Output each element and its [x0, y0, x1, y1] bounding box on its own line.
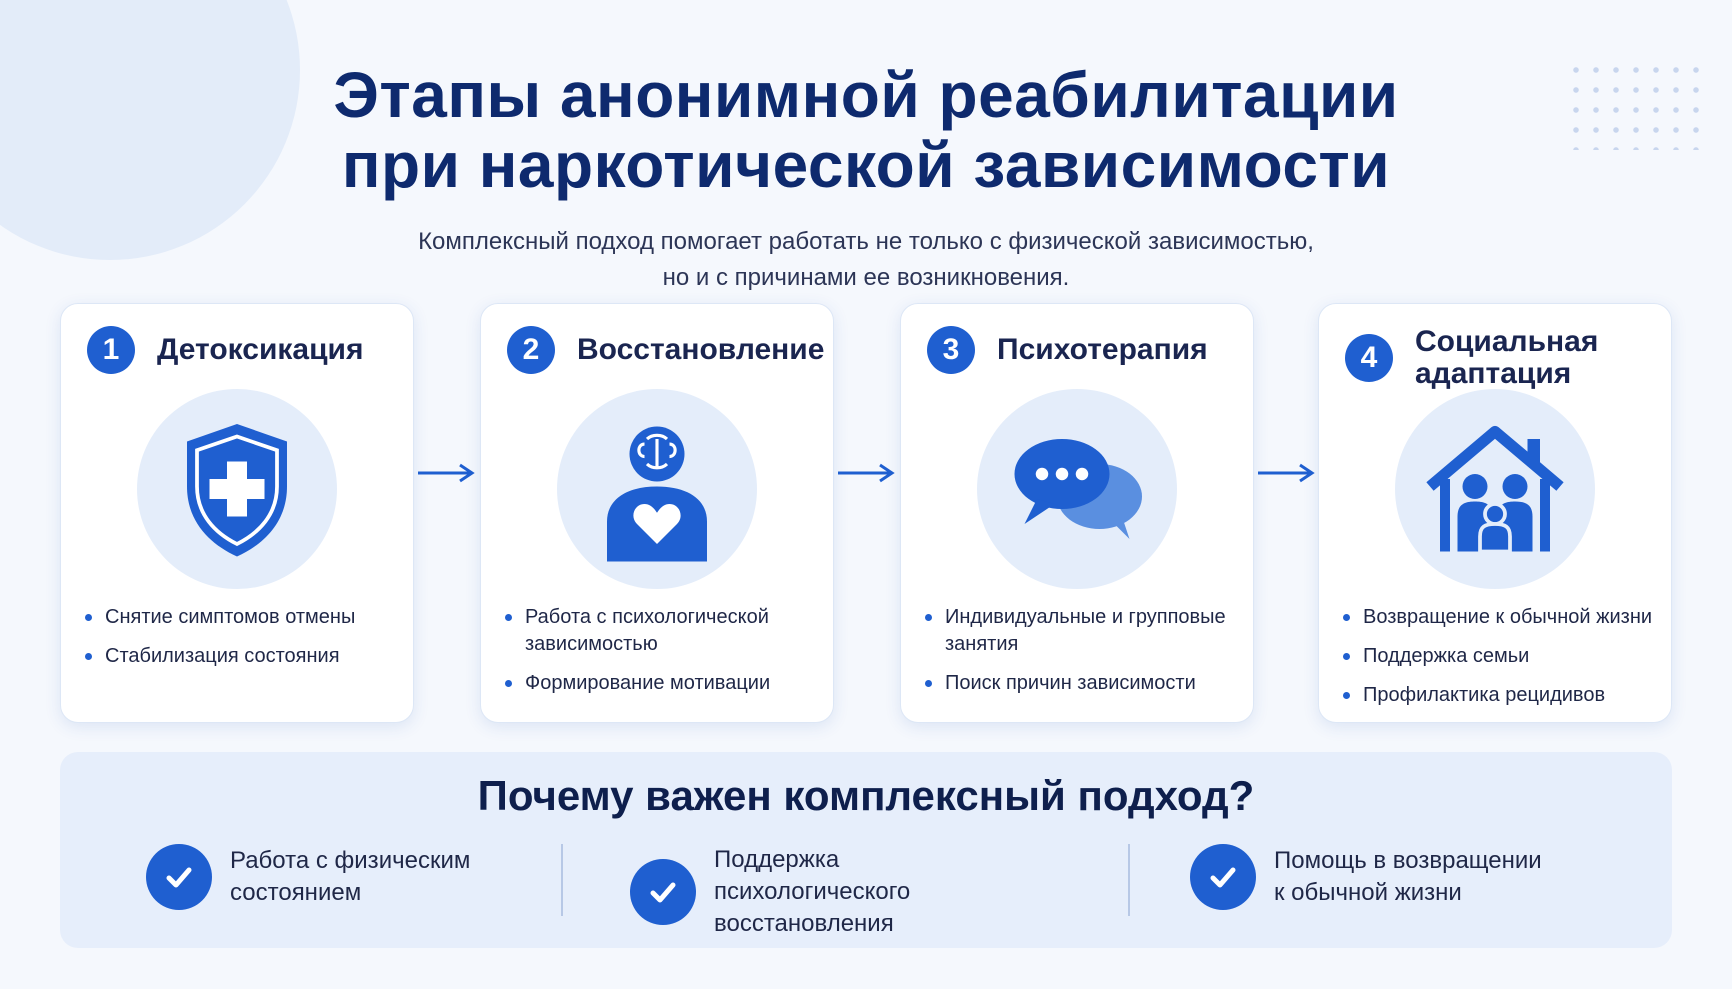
benefit-text: Работа с физическим состоянием — [230, 845, 530, 909]
stage-header: 4 Социальная адаптация — [1345, 326, 1665, 390]
chat-bubbles-icon — [977, 389, 1177, 589]
benefit-line-2: состоянием — [230, 879, 362, 906]
benefit-line-2: восстановления — [714, 910, 894, 937]
list-item: Снятие симптомов отмены — [83, 604, 403, 631]
list-item: Формирование мотивации — [503, 670, 823, 697]
page-title: Этапы анонимной реабилитации при наркоти… — [0, 60, 1732, 200]
why-title: Почему важен комплексный подход? — [477, 772, 1255, 819]
title-line-2: при наркотической зависимости — [341, 129, 1391, 201]
list-item: Поддержка семьи — [1341, 643, 1661, 670]
stage-header: 1 Детоксикация — [87, 326, 407, 374]
stage-title: Восстановление — [577, 333, 825, 366]
arrow-right-icon — [1258, 463, 1315, 483]
stage-card-detox: 1 Детоксикация Снятие симптомов отмены С… — [60, 303, 414, 723]
stage-title: Социальная адаптация — [1415, 325, 1599, 390]
stage-title: Детоксикация — [157, 333, 364, 366]
benefit-line-1: Работа с физическим — [230, 847, 471, 874]
subtitle-line-1: Комплексный подход помогает работать не … — [418, 228, 1314, 255]
stages-row: 1 Детоксикация Снятие симптомов отмены С… — [60, 303, 1672, 723]
subtitle: Комплексный подход помогает работать не … — [0, 224, 1732, 296]
benefit-line-2: к обычной жизни — [1274, 879, 1462, 906]
check-icon — [146, 844, 212, 910]
check-icon — [630, 859, 696, 925]
stage-card-social-adaptation: 4 Социальная адаптация Возвращение к обы… — [1318, 303, 1672, 723]
benefit-item: Работа с физическим состоянием — [146, 844, 530, 910]
shield-cross-icon — [137, 389, 337, 589]
stage-header: 2 Восстановление — [507, 326, 827, 374]
benefit-item: Поддержка психологического восстановлени… — [630, 844, 1014, 940]
stage-header: 3 Психотерапия — [927, 326, 1247, 374]
benefit-item: Помощь в возвращении к обычной жизни — [1190, 844, 1574, 910]
step-number-badge: 3 — [927, 326, 975, 374]
list-item: Профилактика рецидивов — [1341, 682, 1661, 709]
stage-card-recovery: 2 Восстановление Работа с психологическо… — [480, 303, 834, 723]
list-item: Работа с психологической зависимостью — [503, 604, 823, 658]
benefit-text: Поддержка психологического восстановлени… — [714, 844, 1014, 940]
stage-points: Снятие симптомов отмены Стабилизация сос… — [83, 604, 403, 682]
why-panel: Почему важен комплексный подход? Работа … — [60, 752, 1672, 948]
list-item: Стабилизация состояния — [83, 643, 403, 670]
person-brain-heart-icon — [557, 389, 757, 589]
step-number-badge: 2 — [507, 326, 555, 374]
benefit-text: Помощь в возвращении к обычной жизни — [1274, 845, 1574, 909]
benefit-line-1: Поддержка психологического — [714, 846, 911, 905]
house-family-icon — [1395, 389, 1595, 589]
stage-title: Психотерапия — [997, 333, 1208, 366]
header: Этапы анонимной реабилитации при наркоти… — [0, 60, 1732, 296]
stage-card-psychotherapy: 3 Психотерапия Индивидуальные и групповы… — [900, 303, 1254, 723]
subtitle-line-2: но и с причинами ее возникновения. — [662, 264, 1070, 291]
list-item: Возвращение к обычной жизни — [1341, 604, 1661, 631]
divider — [561, 844, 563, 916]
step-number-badge: 4 — [1345, 334, 1393, 382]
benefit-line-1: Помощь в возвращении — [1274, 847, 1542, 874]
step-number-badge: 1 — [87, 326, 135, 374]
divider — [1128, 844, 1130, 916]
dot-pattern — [1566, 60, 1706, 150]
stage-points: Работа с психологической зависимостью Фо… — [503, 604, 823, 709]
stage-points: Возвращение к обычной жизни Поддержка се… — [1341, 604, 1661, 721]
arrow-right-icon — [838, 463, 895, 483]
list-item: Индивидуальные и групповые занятия — [923, 604, 1243, 658]
check-icon — [1190, 844, 1256, 910]
title-line-1: Этапы анонимной реабилитации — [333, 59, 1399, 131]
stage-points: Индивидуальные и групповые занятия Поиск… — [923, 604, 1243, 709]
arrow-right-icon — [418, 463, 475, 483]
list-item: Поиск причин зависимости — [923, 670, 1243, 697]
